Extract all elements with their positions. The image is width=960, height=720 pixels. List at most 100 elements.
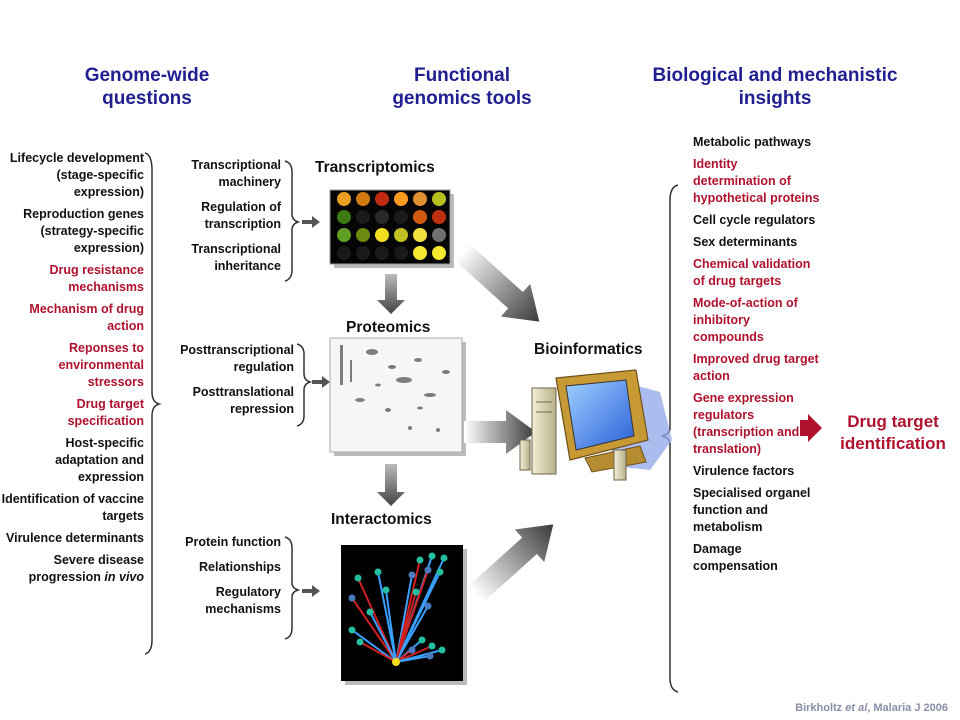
interactomics-item: Protein function — [185, 535, 281, 549]
list-item: Drug resistance mechanisms — [49, 263, 144, 294]
list-item: Reponses to environmental stressors — [58, 341, 144, 389]
microarray-spot — [356, 246, 370, 260]
list-item: Mechanism of drug action — [29, 302, 144, 333]
network-edge — [395, 571, 441, 663]
citation: Birkholtz et al, Malaria J 2006 — [795, 702, 948, 714]
computer-icon — [519, 369, 672, 481]
network-node — [424, 566, 432, 574]
list-item: Identity determination of hypothetical p… — [693, 157, 820, 205]
proteomics-item: Posttranscriptional regulation — [180, 343, 294, 374]
microarray-spot — [356, 228, 370, 242]
drug-target-identification: Drug target identification — [840, 412, 946, 453]
arrow-trans-to-prot — [377, 274, 405, 314]
list-item: Host-specific adaptation and expression — [55, 436, 144, 484]
network-node — [348, 594, 356, 602]
list-item: Metabolic pathways — [693, 135, 812, 149]
header-biological-mechanistic-insights: Biological and mechanistic insights — [652, 65, 898, 109]
interactomics-brace — [284, 536, 301, 640]
proteomics-brace — [296, 343, 313, 427]
microarray-spot — [432, 228, 446, 242]
microarray-spot — [356, 192, 370, 206]
transcriptomics-brace — [284, 160, 301, 282]
microarray-spot — [394, 228, 408, 242]
transcriptomics-label: Transcriptomics — [315, 159, 435, 176]
network-edge — [395, 655, 431, 663]
network-node — [428, 552, 436, 560]
network-node — [436, 568, 444, 576]
list-item: Gene expression regulators (transcriptio… — [693, 391, 800, 456]
network-node — [418, 636, 426, 644]
list-item: Lifecycle development (stage-specific ex… — [9, 151, 144, 199]
arrow-proteomics-to-bioinformatics — [464, 410, 536, 454]
transcriptomics-item: Transcriptional machinery — [191, 158, 281, 189]
network-node — [416, 556, 424, 564]
microarray-image — [329, 189, 454, 268]
microarray-spot — [375, 246, 389, 260]
arrow-interactomics-to-bioinformatics — [468, 524, 554, 603]
transcriptomics-item: Transcriptional inheritance — [191, 242, 281, 273]
list-item: Chemical validation of drug targets — [693, 257, 811, 288]
interactomics-item: Relationships — [199, 560, 281, 574]
network-node — [424, 602, 432, 610]
network-hub — [392, 658, 400, 666]
list-item: Virulence determinants — [5, 531, 144, 545]
microarray-spot — [356, 210, 370, 224]
proteomics-label: Proteomics — [346, 319, 431, 336]
microarray-spot — [394, 192, 408, 206]
microarray-spot — [413, 210, 427, 224]
bioinformatics-label: Bioinformatics — [534, 341, 643, 358]
microarray-spot — [432, 246, 446, 260]
list-item: Damage compensation — [693, 542, 778, 573]
microarray-spot — [337, 228, 351, 242]
list-item: Improved drug target action — [693, 352, 819, 383]
microarray-spot — [337, 246, 351, 260]
microarray-spot — [413, 192, 427, 206]
network-node — [374, 568, 382, 576]
left-brace — [144, 152, 162, 655]
microarray-spot — [413, 228, 427, 242]
network-edge — [395, 605, 429, 663]
transcriptomics-item: Regulation of transcription — [201, 200, 281, 231]
interactomics-label: Interactomics — [331, 511, 432, 528]
arrow-prot-to-inter — [377, 464, 405, 506]
network-edge — [395, 645, 433, 663]
network-node — [426, 652, 434, 660]
list-item: Virulence factors — [693, 464, 795, 478]
network-edge — [369, 611, 397, 663]
network-edge — [359, 641, 397, 663]
microarray-spot — [375, 228, 389, 242]
drug-target-arrow — [800, 414, 822, 442]
network-node — [348, 626, 356, 634]
microarray-spot — [337, 192, 351, 206]
microarray-spot — [375, 210, 389, 224]
microarray-spot — [413, 246, 427, 260]
proteomics-gel-image — [329, 337, 466, 456]
list-item: Severe disease progression in vivo — [28, 553, 144, 584]
list-item: Sex determinants — [693, 235, 798, 249]
microarray-spot — [394, 246, 408, 260]
network-node — [428, 642, 436, 650]
network-node — [408, 646, 416, 654]
arrow-transcriptomics-to-bioinformatics — [454, 243, 540, 322]
network-node — [412, 588, 420, 596]
interactome-network-image — [341, 545, 467, 685]
list-item: Drug target specification — [67, 397, 144, 428]
proteomics-item: Posttranslational repression — [192, 385, 294, 416]
genome-wide-questions-list: Lifecycle development (stage-specific ex… — [0, 150, 144, 591]
network-node — [438, 646, 446, 654]
header-functional-genomics-tools: Functional genomics tools — [392, 65, 532, 109]
microarray-spot — [432, 210, 446, 224]
list-item: Reproduction genes (strategy-specific ex… — [23, 207, 144, 255]
network-node — [356, 638, 364, 646]
network-node — [408, 571, 416, 579]
microarray-spot — [375, 192, 389, 206]
network-edge — [395, 591, 417, 663]
microarray-spot — [337, 210, 351, 224]
list-item: Cell cycle regulators — [693, 213, 816, 227]
network-node — [440, 554, 448, 562]
